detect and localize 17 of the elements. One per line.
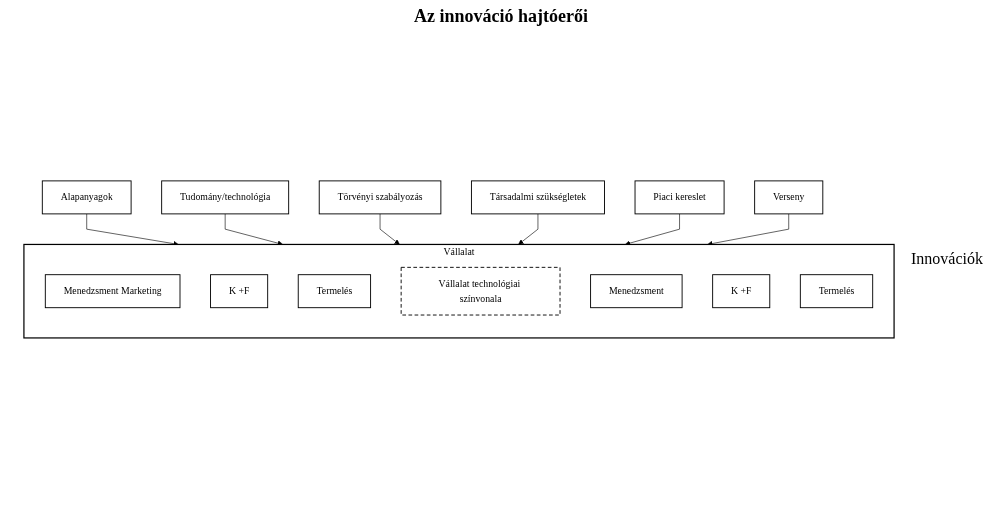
node-box: Vállalat technológiai színvonala	[400, 266, 561, 316]
side-label: Innovációk	[911, 250, 983, 268]
node-box: Menedzsment	[590, 273, 683, 308]
cluster	[23, 243, 895, 339]
node-box: Piaci kereslet	[634, 180, 725, 214]
node-box: Verseny	[754, 180, 824, 214]
node-box: Termelés	[297, 273, 372, 308]
node-box: Tudomány/technológia	[161, 180, 290, 214]
node-box: Termelés	[799, 273, 874, 308]
node-box: Menedzsment Marketing	[44, 273, 181, 308]
node-box: Törvényi szabályozás	[318, 180, 442, 214]
diagram-title: Az innováció hajtóerői	[413, 6, 589, 27]
node-box: Társadalmi szükségletek	[470, 180, 605, 214]
node-box: K +F	[712, 273, 771, 308]
node-box: Alapanyagok	[41, 180, 132, 214]
node-box: K +F	[210, 273, 269, 308]
node-label: Vállalat	[443, 245, 475, 257]
